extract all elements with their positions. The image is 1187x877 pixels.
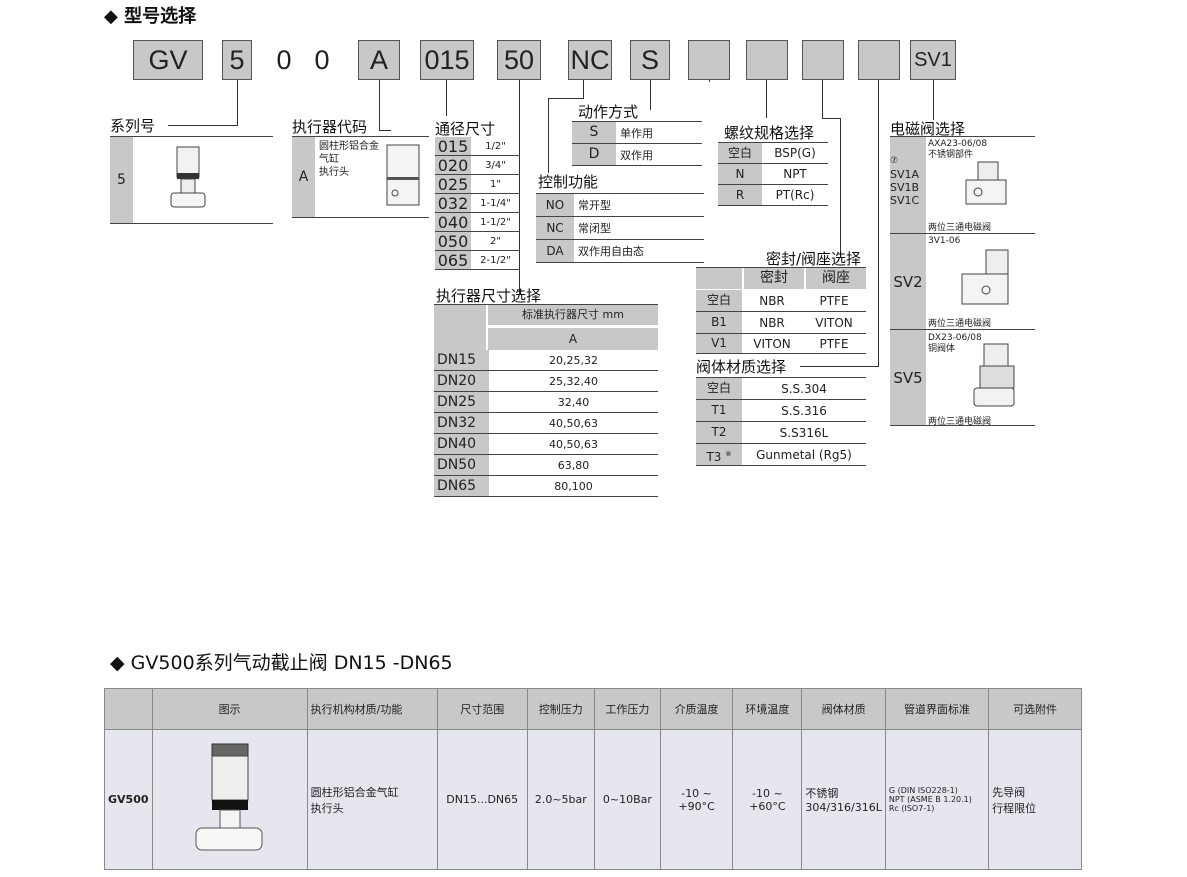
actuator-size-header: 标准执行器尺寸 mm (488, 305, 658, 325)
code-box: NC (568, 40, 612, 80)
table-row: GV500 圆柱形铝合金气缸执行头 DN15...DN65 2.0~5bar 0… (104, 729, 1082, 870)
actuator-desc: 圆柱形铝合金气缸执行头 (319, 141, 379, 178)
diamond-icon: ◆ (104, 6, 118, 27)
code-box (746, 40, 788, 80)
code-box: S (630, 40, 670, 80)
code-box: GV (133, 40, 203, 80)
thread-spec-label: 螺纹规格选择 (724, 124, 815, 142)
series-code: 5 (110, 137, 133, 223)
body-material-label: 阀体材质选择 (696, 358, 787, 376)
seal-seat-label: 密封/阀座选择 (766, 250, 862, 268)
valve-thumbnail-icon (165, 145, 210, 215)
valve-image-icon (151, 729, 308, 870)
port-size-label: 通径尺寸 (435, 120, 496, 138)
code-box (858, 40, 900, 80)
seal-col-header: 密封 (744, 268, 804, 289)
solenoid-valve-icon (968, 342, 1032, 412)
solenoid-valve-icon (956, 246, 1020, 312)
code-box: 50 (497, 40, 541, 80)
solenoid-label: 电磁阀选择 (890, 120, 966, 138)
actuator-size-subheader: A (488, 328, 658, 350)
series-label: 系列号 (110, 117, 156, 135)
solenoid-code-sv2: SV2 (890, 234, 926, 329)
seat-col-header: 阀座 (806, 268, 866, 289)
spec-table: 图示 执行机构材质/功能 尺寸范围 控制压力 工作压力 介质温度 环境温度 阀体… (104, 688, 1082, 870)
actuator-code: A (292, 137, 315, 217)
action-mode-label: 动作方式 (578, 103, 639, 121)
code-box (802, 40, 844, 80)
actuator-code-label: 执行器代码 (292, 118, 368, 136)
code-box: A (358, 40, 400, 80)
code-box: 0 (270, 40, 298, 80)
actuator-size-label: 执行器尺寸选择 (436, 287, 542, 305)
code-box: SV1 (910, 40, 956, 80)
solenoid-valve-icon (956, 160, 1016, 212)
actuator-thumbnail-icon (383, 143, 423, 211)
code-box: 5 (222, 40, 252, 80)
section-title-gv500: ◆ GV500系列气动截止阀 DN15 -DN65 (110, 652, 453, 674)
solenoid-code-sv5: SV5 (890, 330, 926, 425)
code-box (688, 40, 730, 80)
section-title-model: ◆ 型号选择 (104, 6, 197, 27)
diamond-icon: ◆ (110, 652, 125, 674)
code-box: 015 (420, 40, 474, 80)
code-box: 0 (308, 40, 336, 80)
control-function-label: 控制功能 (538, 173, 599, 191)
